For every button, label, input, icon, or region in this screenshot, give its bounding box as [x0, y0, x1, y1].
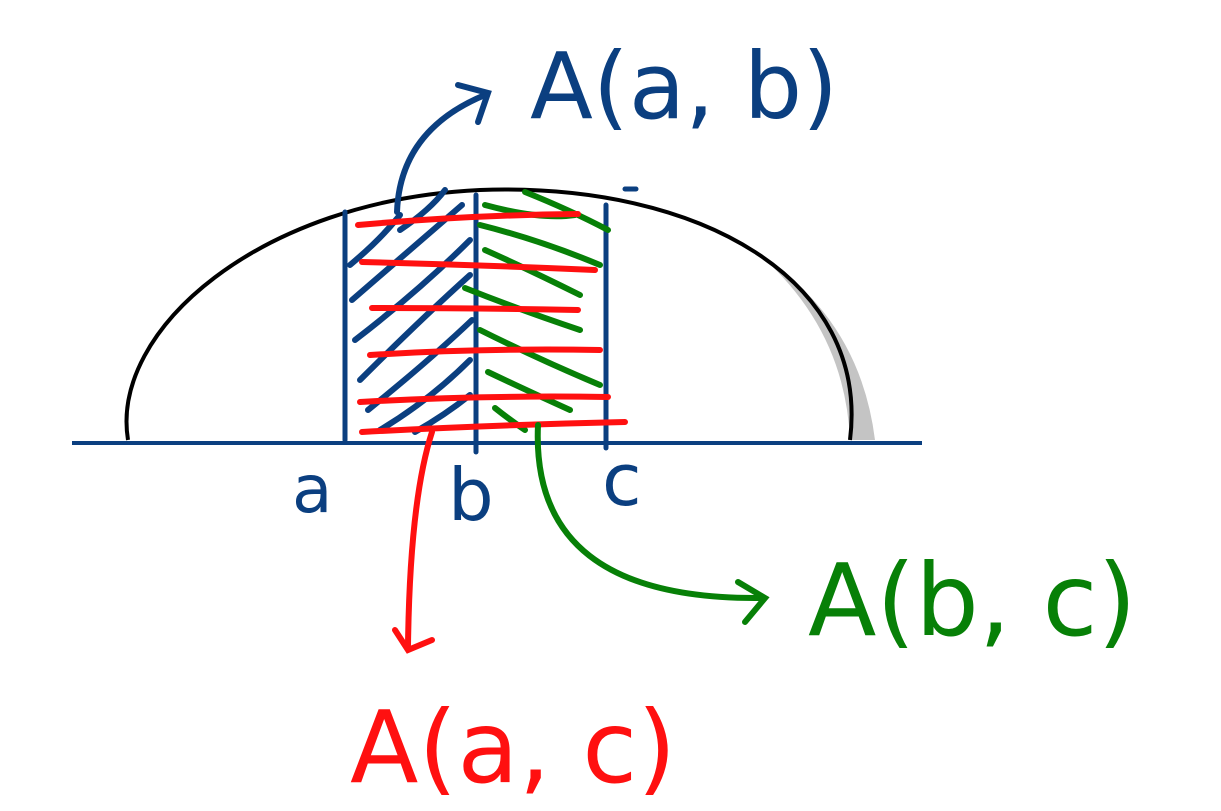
curve-shadow	[760, 255, 875, 440]
label-point-c: c	[602, 438, 642, 522]
label-area-ab: A(a, b)	[530, 33, 838, 140]
arrow-to-bc	[534, 422, 770, 625]
hatch-ac	[355, 211, 628, 435]
curve	[124, 187, 854, 441]
arrow-to-ac	[392, 429, 435, 654]
arrow-to-ab	[394, 82, 492, 215]
label-area-ac: A(a, c)	[350, 689, 676, 806]
label-point-a: a	[292, 451, 332, 528]
label-area-bc: A(b, c)	[808, 542, 1136, 659]
label-point-b: b	[448, 453, 494, 537]
